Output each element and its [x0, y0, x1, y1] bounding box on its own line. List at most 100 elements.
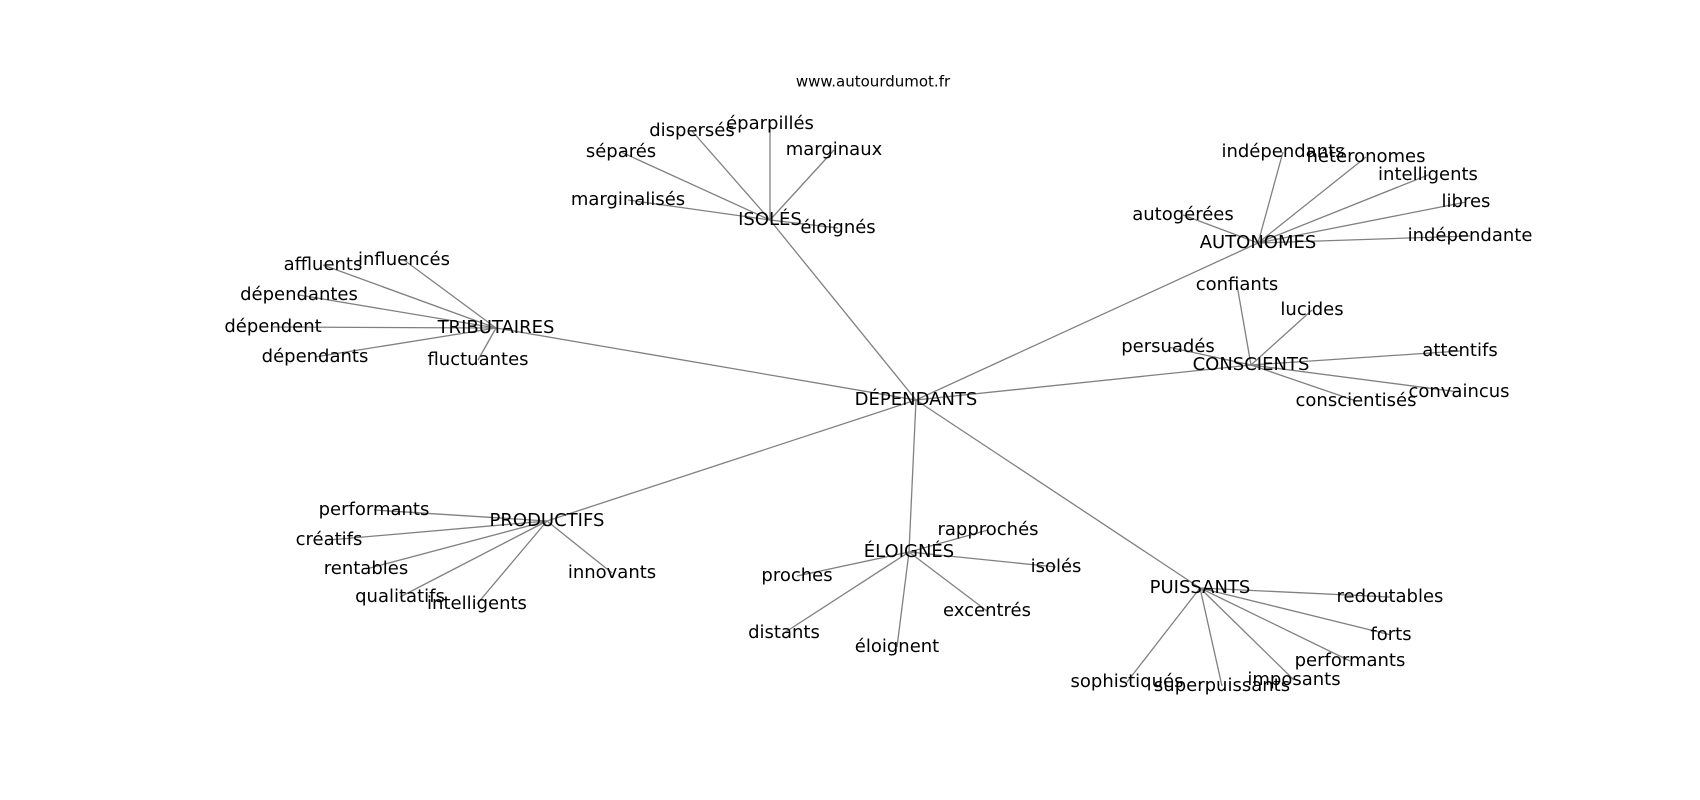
edge-conscients-3	[1250, 350, 1461, 366]
word-node-tributaires-4: dépendants	[262, 346, 369, 367]
hub-node-eloignes: ÉLOIGNÉS	[864, 540, 954, 562]
word-node-conscients-2: persuadés	[1121, 336, 1215, 357]
edge-eloignes-5	[896, 551, 910, 648]
word-node-isoles-0: séparés	[586, 141, 656, 162]
edge-conscients-2	[1167, 346, 1252, 366]
word-node-autonomes-0: indépendants	[1221, 141, 1344, 162]
word-node-conscients-5: conscientisés	[1296, 390, 1417, 411]
word-node-eloignes-4: distants	[748, 622, 820, 643]
edge-puissants-2	[1199, 587, 1351, 662]
edge-productifs-1	[328, 520, 548, 541]
edge-puissants-1	[1199, 587, 1392, 636]
edge-root-isoles	[769, 219, 917, 401]
edge-root-puissants	[915, 399, 1201, 589]
edge-root-productifs	[546, 399, 917, 522]
edge-productifs-3	[399, 520, 548, 598]
word-node-eloignes-0: rapprochés	[937, 519, 1038, 540]
edge-puissants-5	[1199, 587, 1223, 687]
edge-root-eloignes	[908, 399, 917, 553]
word-node-productifs-2: rentables	[324, 558, 408, 579]
edge-tributaires-2	[298, 294, 497, 329]
edge-root-tributaires	[495, 327, 917, 401]
word-node-productifs-1: créatifs	[296, 529, 363, 550]
edge-isoles-0	[620, 151, 771, 221]
edge-productifs-5	[546, 520, 613, 574]
edge-productifs-0	[373, 509, 548, 522]
edge-autonomes-4	[1182, 214, 1259, 244]
edge-isoles-4	[627, 199, 771, 221]
edges-layer	[272, 124, 1471, 687]
word-node-tributaires-3: dépendent	[224, 316, 321, 337]
word-node-isoles-5: éloignés	[800, 217, 875, 238]
hub-node-productifs: PRODUCTIFS	[490, 510, 605, 531]
edge-tributaires-0	[322, 264, 497, 329]
edge-root-autonomes	[915, 242, 1259, 401]
word-node-autonomes-2: intelligents	[1378, 164, 1478, 185]
edge-eloignes-4	[783, 551, 910, 634]
edge-isoles-5	[769, 219, 839, 229]
edge-productifs-2	[365, 520, 548, 570]
edge-conscients-1	[1250, 309, 1313, 366]
hub-node-tributaires: TRIBUTAIRES	[437, 317, 555, 338]
edge-autonomes-0	[1257, 151, 1284, 244]
word-node-autonomes-4: autogérées	[1132, 204, 1234, 225]
edge-tributaires-5	[477, 327, 497, 361]
edge-eloignes-1	[796, 551, 910, 577]
word-node-puissants-2: performants	[1295, 650, 1406, 671]
word-node-autonomes-5: indépendante	[1408, 225, 1533, 246]
word-node-productifs-0: performants	[319, 499, 430, 520]
edge-tributaires-3	[272, 326, 497, 329]
word-node-puissants-3: imposants	[1247, 669, 1340, 690]
word-node-puissants-0: redoutables	[1337, 586, 1444, 607]
word-node-eloignes-3: excentrés	[943, 600, 1031, 621]
edge-root-conscients	[915, 364, 1252, 401]
word-node-isoles-1: dispersés	[649, 120, 735, 141]
edge-autonomes-1	[1257, 156, 1367, 244]
word-node-tributaires-2: dépendantes	[240, 284, 358, 305]
hub-node-conscients: CONSCIENTS	[1193, 354, 1310, 375]
word-node-conscients-4: convaincus	[1408, 381, 1509, 402]
edge-puissants-0	[1199, 587, 1391, 598]
word-node-puissants-4: sophistiqués	[1071, 671, 1184, 692]
word-node-isoles-3: marginaux	[786, 139, 883, 160]
word-node-conscients-3: attentifs	[1422, 340, 1497, 361]
edge-tributaires-1	[403, 259, 497, 329]
edge-autonomes-3	[1257, 201, 1467, 244]
word-node-autonomes-3: libres	[1442, 191, 1491, 212]
word-node-isoles-4: marginalisés	[571, 189, 685, 210]
word-node-conscients-0: confiants	[1196, 274, 1279, 295]
word-node-conscients-1: lucides	[1280, 299, 1343, 320]
hub-node-isoles: ISOLÉS	[738, 208, 802, 230]
word-node-eloignes-5: éloignent	[855, 636, 939, 657]
edge-isoles-1	[691, 130, 771, 221]
edge-conscients-5	[1250, 364, 1357, 402]
word-node-productifs-4: intelligents	[427, 593, 527, 614]
word-node-productifs-5: innovants	[568, 562, 656, 583]
edge-puissants-3	[1199, 587, 1295, 681]
edge-autonomes-2	[1257, 174, 1429, 244]
word-node-tributaires-1: influencés	[358, 249, 450, 270]
word-node-eloignes-2: isolés	[1031, 556, 1082, 577]
edge-eloignes-2	[908, 551, 1057, 568]
word-node-puissants-1: forts	[1370, 624, 1411, 645]
word-node-isoles-2: éparpillés	[726, 113, 814, 134]
hub-node-puissants: PUISSANTS	[1150, 577, 1251, 598]
edge-autonomes-5	[1257, 235, 1471, 244]
edge-conscients-4	[1250, 364, 1460, 393]
hub-node-autonomes: AUTONOMES	[1200, 232, 1317, 253]
root-node-label: DÉPENDANTS	[855, 388, 978, 410]
edge-tributaires-4	[314, 327, 497, 358]
site-url-label: www.autourdumot.fr	[796, 73, 951, 91]
edge-productifs-4	[476, 520, 548, 605]
edge-puissants-4	[1126, 587, 1201, 683]
edge-isoles-3	[769, 149, 835, 221]
word-node-autonomes-1: hétéronomes	[1306, 146, 1425, 167]
word-node-productifs-3: qualitatifs	[355, 586, 445, 607]
edge-eloignes-3	[908, 551, 988, 612]
edge-eloignes-0	[908, 529, 989, 553]
word-node-eloignes-1: proches	[761, 565, 832, 586]
word-node-puissants-5: superpuissants	[1154, 675, 1290, 696]
word-node-tributaires-0: affluents	[284, 254, 363, 275]
